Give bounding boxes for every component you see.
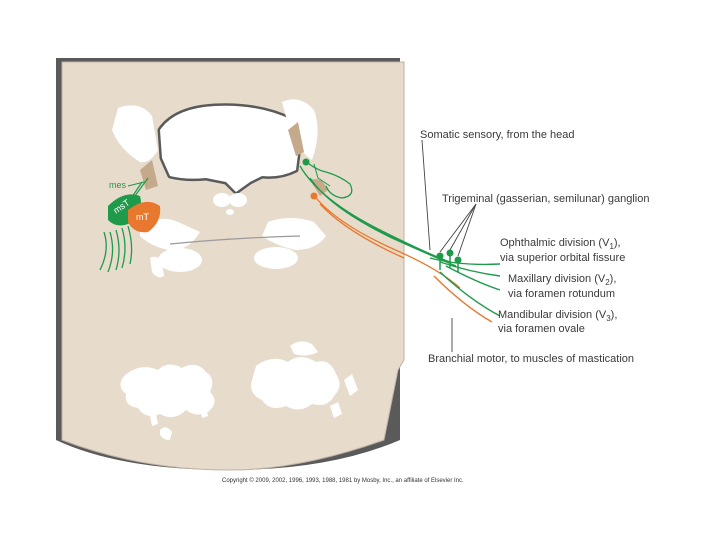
nucleus-label-mes: mes <box>109 180 127 190</box>
motor-fibers <box>434 276 492 322</box>
label-ganglion: Trigeminal (gasserian, semilunar) gangli… <box>442 193 649 205</box>
trigeminal-divisions <box>430 250 500 323</box>
label-branchial-motor: Branchial motor, to muscles of masticati… <box>428 353 634 365</box>
v2-end: ), <box>610 273 617 285</box>
label-v2: Maxillary division (V2), <box>508 273 616 287</box>
ganglion-cell <box>455 257 462 264</box>
label-v1: Ophthalmic division (V1), <box>500 237 621 251</box>
label-v3-route: via foramen ovale <box>498 323 585 335</box>
label-v3: Mandibular division (V3), <box>498 309 617 323</box>
label-somatic-sensory: Somatic sensory, from the head <box>420 129 574 141</box>
v1-main: Ophthalmic division (V <box>500 237 610 249</box>
label-v2-route: via foramen rotundum <box>508 288 615 300</box>
v3-main: Mandibular division (V <box>498 309 607 321</box>
label-v1-route: via superior orbital fissure <box>500 252 625 264</box>
copyright-notice: Copyright © 2009, 2002, 1996, 1993, 1988… <box>222 477 464 484</box>
v2-main: Maxillary division (V <box>508 273 606 285</box>
v1-end: ), <box>614 237 621 249</box>
leader-lines <box>422 140 476 352</box>
nucleus-label-mT: mT <box>136 212 149 222</box>
ganglion-cell <box>437 253 444 260</box>
ganglion-cell <box>447 250 454 257</box>
v3-end: ), <box>611 309 618 321</box>
v2-fibers <box>446 266 500 290</box>
